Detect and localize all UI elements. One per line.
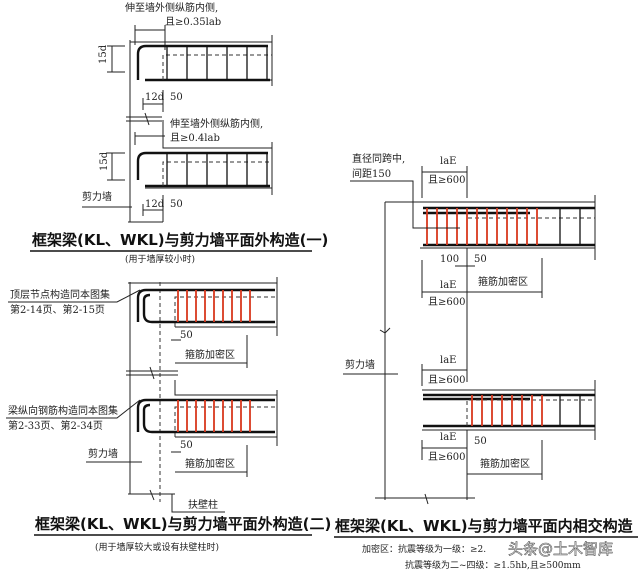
wall-label: 剪力墙 xyxy=(88,447,118,460)
dimension-line xyxy=(171,445,248,477)
top-rebar xyxy=(136,398,275,432)
diagram-in-plane: 直径同跨中, 间距150 laE 且≥600 100 50 laE 且≥600 … xyxy=(334,152,638,571)
diagram-title: 框架梁(KL、WKL)与剪力墙平面内相交构造 xyxy=(335,517,633,535)
leader-line xyxy=(6,399,141,419)
note-extend-2-min: 且≥0.4lab xyxy=(170,132,220,144)
lae-label: laE xyxy=(440,156,456,167)
dim-15d: 15d xyxy=(99,151,110,171)
dim-50: 50 xyxy=(170,92,183,103)
top-rebar xyxy=(136,288,275,322)
lae-label: laE xyxy=(440,432,456,443)
zone-label: 箍筋加密区 xyxy=(478,275,528,288)
dimension-line xyxy=(171,335,248,368)
diagram-title: 框架梁(KL、WKL)与剪力墙平面外构造(二) xyxy=(35,515,331,533)
dim-15d: 15d xyxy=(98,44,109,64)
dimension-line xyxy=(421,440,543,480)
dim-50: 50 xyxy=(170,199,183,210)
dimension-line xyxy=(142,90,164,112)
min600-label: 且≥600 xyxy=(428,451,465,463)
leader-line xyxy=(86,461,225,513)
dim-50: 50 xyxy=(474,436,487,447)
diagram-subtitle: (用于墙厚较大或设有扶壁柱时) xyxy=(95,541,219,553)
wall-label: 剪力墙 xyxy=(82,190,112,203)
break-mark xyxy=(379,327,429,505)
note-anchor-stirrup: 直径同跨中, xyxy=(352,152,405,165)
dimension-line xyxy=(421,258,543,298)
note-top-node-pages: 第2-14页、第2-15页 xyxy=(10,303,105,316)
watermark: 头条@土木智库 xyxy=(508,540,613,558)
stirrups xyxy=(166,153,268,186)
dim-50: 50 xyxy=(474,254,487,265)
stirrups xyxy=(426,208,581,245)
dim-50: 50 xyxy=(180,330,193,341)
pilaster-label: 扶壁柱 xyxy=(188,498,218,511)
wall-and-beam-outline xyxy=(145,120,273,195)
note-anchor-spacing: 间距150 xyxy=(352,167,391,180)
note-extend-1-min: 且≥0.35lab xyxy=(165,16,221,28)
break-line xyxy=(126,112,162,126)
inner-dashed-line xyxy=(162,54,272,80)
min600-label: 且≥600 xyxy=(428,174,465,186)
dimension-line xyxy=(107,152,125,181)
dim-100: 100 xyxy=(440,254,459,265)
leader-line xyxy=(8,289,141,303)
zone-label: 箍筋加密区 xyxy=(185,457,235,470)
note-extend-2: 伸至墙外侧纵筋内侧, xyxy=(170,117,263,130)
stirrups xyxy=(177,400,251,432)
lae-label: laE xyxy=(440,355,456,366)
wall-label: 剪力墙 xyxy=(345,358,375,371)
pilaster-dashed-line xyxy=(159,282,277,502)
bottom-rebar xyxy=(142,403,275,434)
stirrups xyxy=(471,395,581,426)
top-rebar xyxy=(136,151,268,180)
stirrups xyxy=(166,46,268,80)
leader-line xyxy=(350,180,460,229)
wall-and-beam-outline xyxy=(128,277,278,494)
diagram-out-of-plane-2: 顶层节点构造同本图集 第2-14页、第2-15页 50 箍筋加密区 梁纵向钢筋构… xyxy=(6,277,331,553)
zone-label: 箍筋加密区 xyxy=(480,457,530,470)
wall-and-beam-outline xyxy=(174,380,278,446)
note-top-node: 顶层节点构造同本图集 xyxy=(10,288,110,301)
dimension-line xyxy=(421,166,468,198)
leader-line xyxy=(82,195,164,223)
zone-note-1: 加密区：抗震等级为一级：≥2. xyxy=(362,543,486,555)
note-longitudinal: 梁纵向钢筋构造同本图集 xyxy=(8,404,118,417)
bottom-rebar xyxy=(142,293,275,324)
inner-dashed-line xyxy=(174,406,277,437)
diagram-title: 框架梁(KL、WKL)与剪力墙平面外构造(一) xyxy=(32,231,328,249)
dim-12d: 12d xyxy=(145,92,165,103)
lae-label: laE xyxy=(440,280,456,291)
note-extend-1: 伸至墙外侧纵筋内侧, xyxy=(125,1,218,14)
inner-dashed-line xyxy=(162,161,272,186)
zone-label: 箍筋加密区 xyxy=(185,348,235,361)
top-rebar xyxy=(136,44,268,80)
dim-12d: 12d xyxy=(145,199,165,210)
dimension-line xyxy=(134,132,165,145)
stirrups xyxy=(177,290,251,322)
min600-label: 且≥600 xyxy=(428,374,465,386)
dimension-line xyxy=(107,45,125,73)
wall-and-beam-outline xyxy=(375,195,596,500)
break-line xyxy=(126,366,178,380)
diagram-out-of-plane-1: 伸至墙外侧纵筋内侧, 且≥0.35lab 15d 12d 50 伸至墙外侧纵筋内… xyxy=(30,1,328,265)
rebars xyxy=(423,206,595,247)
wall-and-beam-outline xyxy=(129,35,273,222)
dim-50: 50 xyxy=(180,440,193,451)
min600-label: 且≥600 xyxy=(428,296,465,308)
zone-note-2: 抗震等级为二~四级：≥1.5hb,且≥500mm xyxy=(405,559,581,571)
note-longitudinal-pages: 第2-33页、第2-34页 xyxy=(8,419,103,432)
dimension-line xyxy=(421,364,467,386)
diagram-subtitle: (用于墙厚较小时) xyxy=(125,253,195,265)
